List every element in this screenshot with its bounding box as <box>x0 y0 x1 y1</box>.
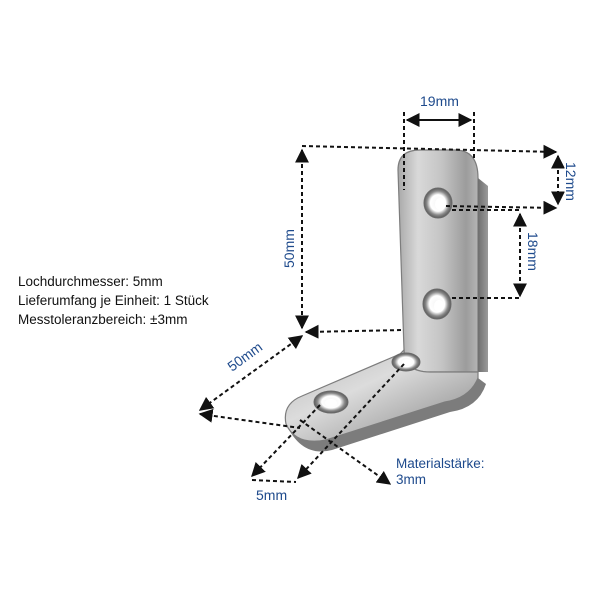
dim-label-18mm: 18mm <box>525 232 541 271</box>
hole-horizontal-outer <box>313 390 349 414</box>
spec-quantity: Lieferumfang je Einheit: 1 Stück <box>18 293 209 308</box>
dim-line-50mm-diagonal <box>198 335 304 411</box>
spec-list: Lochdurchmesser: 5mm Lieferumfang je Ein… <box>18 272 209 329</box>
spec-hole-diameter: Lochdurchmesser: 5mm <box>18 274 163 289</box>
ext-line-5mm-left <box>251 404 321 478</box>
ext-line-hole-top <box>445 200 558 215</box>
hole-top <box>423 187 453 219</box>
hole-horizontal-inner <box>391 352 421 372</box>
dim-label-5mm: 5mm <box>256 487 287 503</box>
dim-line-5mm <box>251 479 297 483</box>
material-value: 3mm <box>396 472 426 487</box>
ext-line-bottom-ref <box>304 324 405 339</box>
material-label: Materialstärke: <box>396 456 485 471</box>
dim-label-50mm-vertical: 50mm <box>281 229 297 268</box>
dim-label-19mm: 19mm <box>420 93 459 109</box>
spec-tolerance: Messtoleranzbereich: ±3mm <box>18 312 188 327</box>
ext-line-5mm-right <box>297 363 405 480</box>
bracket-vertical-leg <box>397 149 488 373</box>
dim-label-50mm-diagonal: 50mm <box>224 339 265 375</box>
hole-middle <box>422 288 452 320</box>
dim-line-material <box>299 419 392 485</box>
material-thickness: Materialstärke: 3mm <box>396 456 485 488</box>
ext-line-diagonal-bottom <box>198 408 301 429</box>
ext-line-top <box>301 144 558 159</box>
dim-label-12mm: 12mm <box>563 162 579 201</box>
